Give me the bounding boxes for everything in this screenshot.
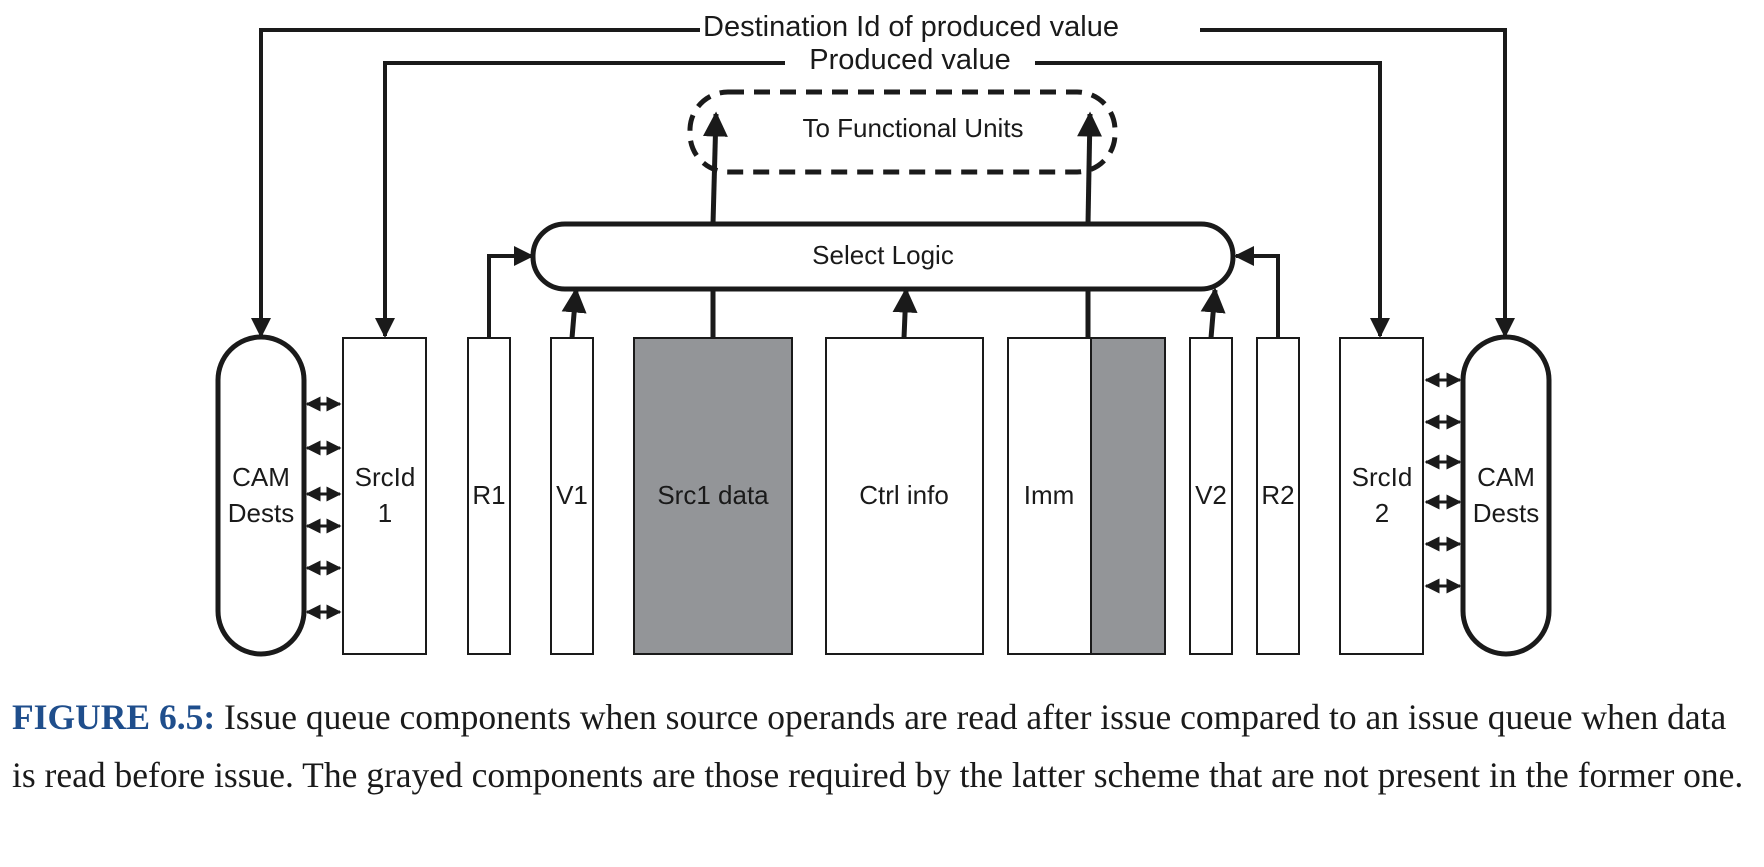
imm-label: Imm — [1024, 480, 1075, 510]
srcid1-label-1: SrcId — [355, 462, 416, 492]
select-to-fu-arrow-1 — [702, 111, 728, 225]
cam-right-label-1: CAM — [1477, 462, 1535, 492]
figure-caption: FIGURE 6.5: Issue queue components when … — [12, 688, 1757, 804]
src1-data-label: Src1 data — [657, 480, 769, 510]
srcid1-box — [342, 337, 427, 655]
cam-left-label-2: Dests — [228, 498, 294, 528]
r1-label: R1 — [472, 480, 505, 510]
figure-label: FIGURE 6.5: — [12, 697, 216, 737]
cam-right-label-2: Dests — [1473, 498, 1539, 528]
srcid1-label-2: 1 — [378, 498, 392, 528]
r1-to-select-line — [487, 254, 512, 338]
v2-to-select-arrow — [1200, 287, 1226, 339]
cam-dests-left — [215, 334, 307, 657]
cam-left-label-1: CAM — [232, 462, 290, 492]
ctrl-info-box — [825, 337, 984, 655]
srcid2-label-1: SrcId — [1352, 462, 1413, 492]
v1-label: V1 — [556, 480, 588, 510]
cam-left-bidirectional-arrows — [305, 396, 342, 620]
v1-to-select-arrow — [561, 287, 587, 339]
r1-box — [467, 337, 511, 655]
srcid2-box — [1339, 337, 1424, 655]
select-to-fu-arrow-2 — [1077, 111, 1103, 225]
v2-label: V2 — [1195, 480, 1227, 510]
ctrl-to-select-arrow — [892, 287, 918, 339]
cam-dests-right — [1460, 334, 1552, 657]
functional-units-label: To Functional Units — [802, 113, 1023, 143]
issue-queue-diagram: Destination Id of produced value Produce… — [215, 11, 1552, 657]
produced-value-bus — [383, 61, 1382, 300]
produced-value-label: Produced value — [809, 44, 1011, 76]
r2-to-select-line — [1258, 254, 1280, 338]
destination-id-bus — [259, 28, 1507, 335]
figure-caption-text: Issue queue components when source opera… — [12, 697, 1744, 795]
imm-box — [1007, 337, 1092, 655]
v1-box — [550, 337, 594, 655]
ctrl-info-label: Ctrl info — [859, 480, 949, 510]
r2-label: R2 — [1261, 480, 1294, 510]
cam-right-bidirectional-arrows — [1424, 372, 1462, 594]
select-logic-label: Select Logic — [812, 240, 954, 270]
src1-data-box — [633, 337, 793, 655]
srcid2-label-2: 2 — [1375, 498, 1389, 528]
dest-id-label: Destination Id of produced value — [703, 11, 1119, 43]
imm-grayed-box — [1090, 337, 1166, 655]
